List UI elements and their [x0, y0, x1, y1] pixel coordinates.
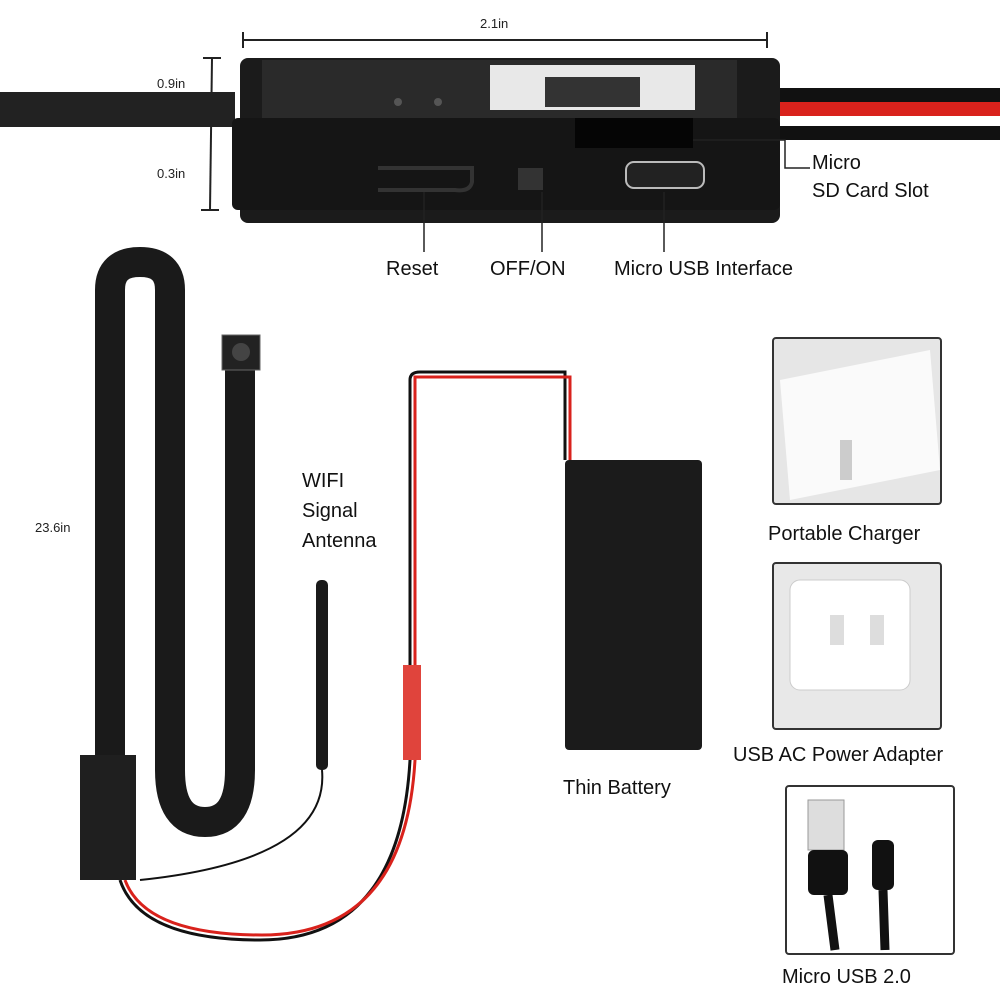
usb-label: Micro USB Interface	[614, 258, 793, 280]
width-dimension-line	[242, 32, 768, 48]
portable-charger-image	[774, 339, 940, 503]
power-switch	[518, 168, 543, 190]
reset-button	[378, 166, 474, 193]
antenna-label-3: Antenna	[302, 530, 377, 552]
antenna	[316, 580, 328, 770]
sd-card-slot	[575, 118, 693, 148]
width-label: 2.1in	[480, 16, 509, 31]
micro-usb-label: Micro USB 2.0	[782, 966, 911, 988]
ac-adapter-panel	[772, 562, 942, 730]
usb-port	[625, 161, 705, 189]
antenna-label-1: WIFI	[302, 470, 345, 492]
flex-ribbon	[0, 92, 235, 127]
antenna-label-2: Signal	[302, 500, 358, 522]
flex-cable	[95, 246, 255, 838]
battery-label: Thin Battery	[563, 777, 671, 799]
reset-label: Reset	[386, 258, 439, 280]
portable-charger-panel	[772, 337, 942, 505]
camera-module-body	[232, 58, 780, 223]
sd-slot-label-1: Micro	[812, 152, 861, 174]
ac-adapter-label: USB AC Power Adapter	[733, 744, 944, 766]
thin-battery	[565, 460, 702, 750]
power-wires	[775, 88, 1000, 140]
antenna-wire	[139, 769, 324, 881]
wire-connector	[403, 665, 421, 760]
height-top-label: 0.9in	[157, 76, 186, 91]
cable-length-label: 23.6in	[35, 520, 71, 535]
switch-label: OFF/ON	[490, 258, 566, 280]
portable-charger-label: Portable Charger	[768, 523, 921, 545]
micro-usb-panel	[785, 785, 955, 955]
height-dimension-line	[201, 57, 221, 211]
ac-adapter-image	[774, 564, 940, 728]
sd-slot-label-2: SD Card Slot	[812, 180, 929, 202]
height-bottom-label: 0.3in	[157, 166, 186, 181]
micro-usb-cable-image	[787, 787, 953, 953]
mainboard-module	[80, 755, 136, 880]
